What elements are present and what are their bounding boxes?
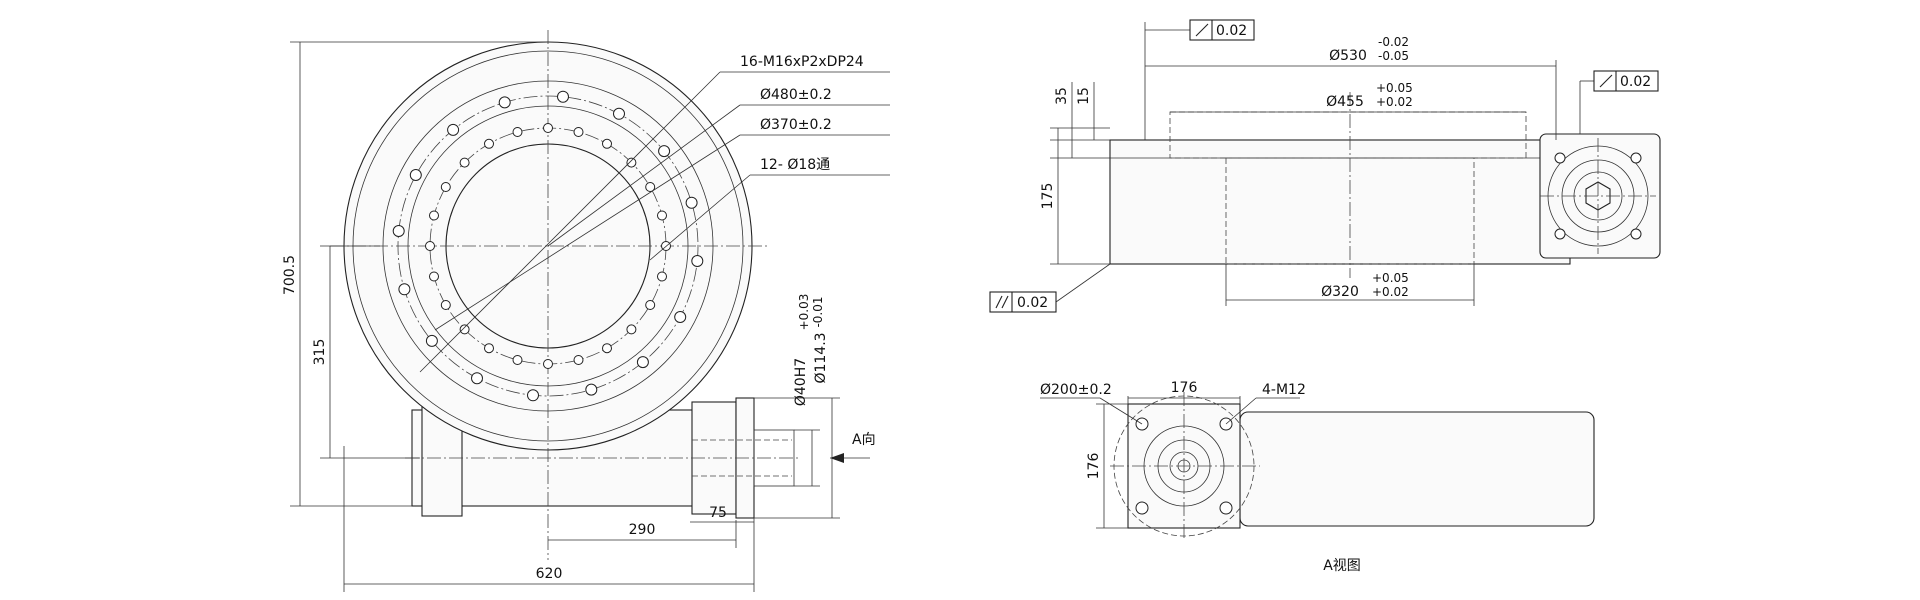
bolt-hole [409, 169, 422, 181]
dim-455-up: +0.05 [1376, 81, 1413, 95]
bolt-hole [626, 157, 637, 168]
view-arrow-icon [830, 453, 844, 463]
parallelism-icon [995, 295, 1003, 309]
label-4-m12: 4-M12 [1262, 382, 1306, 398]
dim-530: Ø530 [1329, 48, 1367, 64]
label-view-arrow: A向 [852, 432, 876, 448]
bolt-hole [429, 271, 439, 282]
bolt-hole [459, 324, 470, 335]
dim-176-v: 176 [1086, 453, 1102, 480]
bolt-hole [484, 343, 494, 354]
bolt-hole [512, 127, 523, 137]
side-view: Ø530 -0.02 -0.05 Ø455 +0.05 +0.02 Ø320 +… [989, 19, 1661, 313]
m12-hole [1135, 501, 1149, 515]
bolt-hole [471, 372, 483, 385]
bolt-hole [527, 389, 539, 402]
m12-hole [1219, 501, 1233, 515]
bolt-hole [543, 123, 553, 133]
housing-outline [1239, 411, 1595, 527]
view-title: A视图 [1323, 558, 1361, 574]
inner-hole-pattern [425, 123, 671, 369]
bolt-hole [573, 127, 584, 137]
front-view: 16-M16xP2xDP24 Ø480±0.2 Ø370±0.2 12- Ø18… [282, 30, 890, 592]
label-pcd-480: Ø480±0.2 [760, 87, 832, 103]
dim-35: 35 [1054, 87, 1070, 105]
bolt-hole [392, 225, 405, 237]
leader-bolt [419, 71, 721, 373]
dim-shaft-40: Ø40H7 [793, 358, 809, 406]
bolt-hole [447, 123, 460, 136]
bolt-hole [557, 90, 569, 103]
bolt-hole [573, 355, 584, 365]
bolt-hole [658, 145, 671, 158]
a-view: 176 176 Ø200±0.2 4-M12 A视图 [1040, 380, 1595, 574]
bolt-hole [484, 138, 494, 149]
runout-arrow-icon [1195, 23, 1209, 37]
svg-text:0.02: 0.02 [1620, 74, 1651, 90]
dim-530-up: -0.02 [1378, 35, 1409, 49]
bolt-hole [691, 255, 704, 267]
bolt-hole [429, 210, 439, 221]
bolt-hole [425, 241, 435, 251]
bolt-hole [613, 107, 625, 120]
outer-hole-pattern [392, 90, 704, 402]
dim-shaft-114-up: +0.03 [797, 294, 811, 331]
bolt-hole [645, 300, 656, 310]
dim-shaft-114: Ø114.3 [813, 332, 829, 383]
bolt-hole [636, 356, 649, 369]
bolt-hole [657, 210, 667, 221]
bolt-hole [585, 383, 598, 396]
dim-700-5: 700.5 [282, 255, 298, 295]
bolt-hole [602, 343, 612, 354]
bolt-hole [512, 355, 523, 365]
dim-290: 290 [629, 522, 656, 538]
runout-frame-right: 0.02 [1579, 70, 1659, 134]
dim-320: Ø320 [1321, 284, 1359, 300]
dim-75: 75 [709, 505, 727, 521]
dim-455: Ø455 [1326, 94, 1364, 110]
dim-shaft-114-low: -0.01 [811, 296, 825, 327]
bolt-hole [440, 182, 451, 192]
dim-455-low: +0.02 [1376, 95, 1413, 109]
bolt-hole [498, 96, 511, 109]
bolt-hole [626, 324, 637, 335]
label-through-holes: 12- Ø18通 [760, 157, 830, 173]
bolt-hole [685, 196, 698, 209]
bolt-hole [459, 157, 470, 168]
flatness-frame-top: 0.02 [1145, 19, 1255, 41]
dim-15: 15 [1076, 87, 1092, 105]
runout-arrow-icon [1599, 74, 1613, 88]
bolt-hole [602, 138, 612, 149]
svg-text:0.02: 0.02 [1017, 295, 1048, 311]
label-bolt-thread: 16-M16xP2xDP24 [740, 54, 864, 70]
bolt-hole [425, 334, 438, 347]
bolt-hole [657, 271, 667, 282]
bolt-hole [398, 283, 411, 296]
parallelism-frame: 0.02 [989, 263, 1111, 313]
svg-text:0.02: 0.02 [1216, 23, 1247, 39]
bolt-hole [440, 300, 451, 310]
dim-175: 175 [1040, 183, 1056, 210]
label-pcd-370: Ø370±0.2 [760, 117, 832, 133]
dim-620: 620 [536, 566, 563, 582]
dim-176-h: 176 [1171, 380, 1198, 396]
bolt-hole [543, 359, 553, 369]
dim-320-low: +0.02 [1372, 285, 1409, 299]
dim-320-up: +0.05 [1372, 271, 1409, 285]
dim-530-low: -0.05 [1378, 49, 1409, 63]
bolt-hole [674, 311, 687, 323]
dim-315: 315 [312, 339, 328, 366]
dim-200: Ø200±0.2 [1040, 382, 1112, 398]
bolt-hole [645, 182, 656, 192]
side-body [1109, 139, 1571, 265]
